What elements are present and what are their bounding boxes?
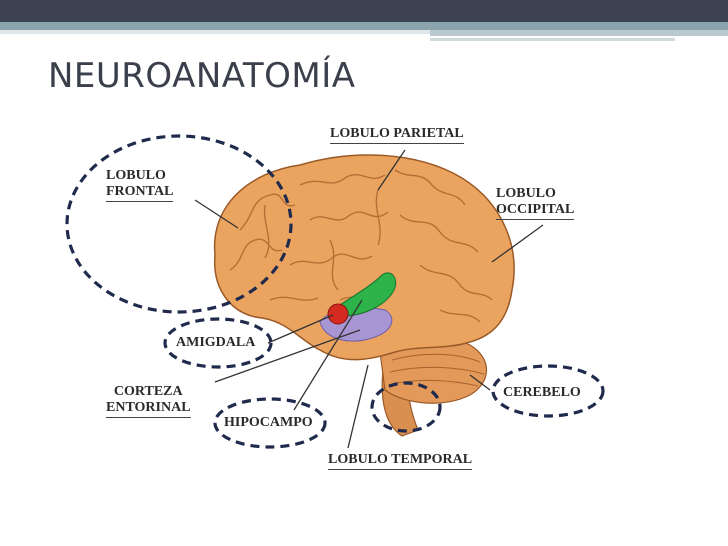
label-lobulo-occipital: LOBULO OCCIPITAL (496, 186, 574, 220)
label-corteza-line2: ENTORINAL (106, 400, 191, 418)
label-lobulo-parietal: LOBULO PARIETAL (330, 126, 464, 144)
label-occipital-line1: LOBULO (496, 186, 574, 202)
amygdala-region (328, 304, 348, 324)
label-lobulo-temporal: LOBULO TEMPORAL (328, 452, 472, 470)
label-corteza-entorinal: CORTEZA ENTORINAL (106, 384, 191, 418)
label-corteza-line1: CORTEZA (106, 384, 191, 400)
label-lobulo-frontal: LOBULO FRONTAL (106, 168, 173, 202)
label-cerebelo: CEREBELO (503, 385, 581, 401)
label-amigdala: AMIGDALA (176, 335, 255, 351)
label-occipital-line2: OCCIPITAL (496, 202, 574, 220)
label-frontal-line1: LOBULO (106, 168, 173, 184)
label-frontal-line2: FRONTAL (106, 184, 173, 202)
label-hipocampo: HIPOCAMPO (224, 415, 313, 431)
